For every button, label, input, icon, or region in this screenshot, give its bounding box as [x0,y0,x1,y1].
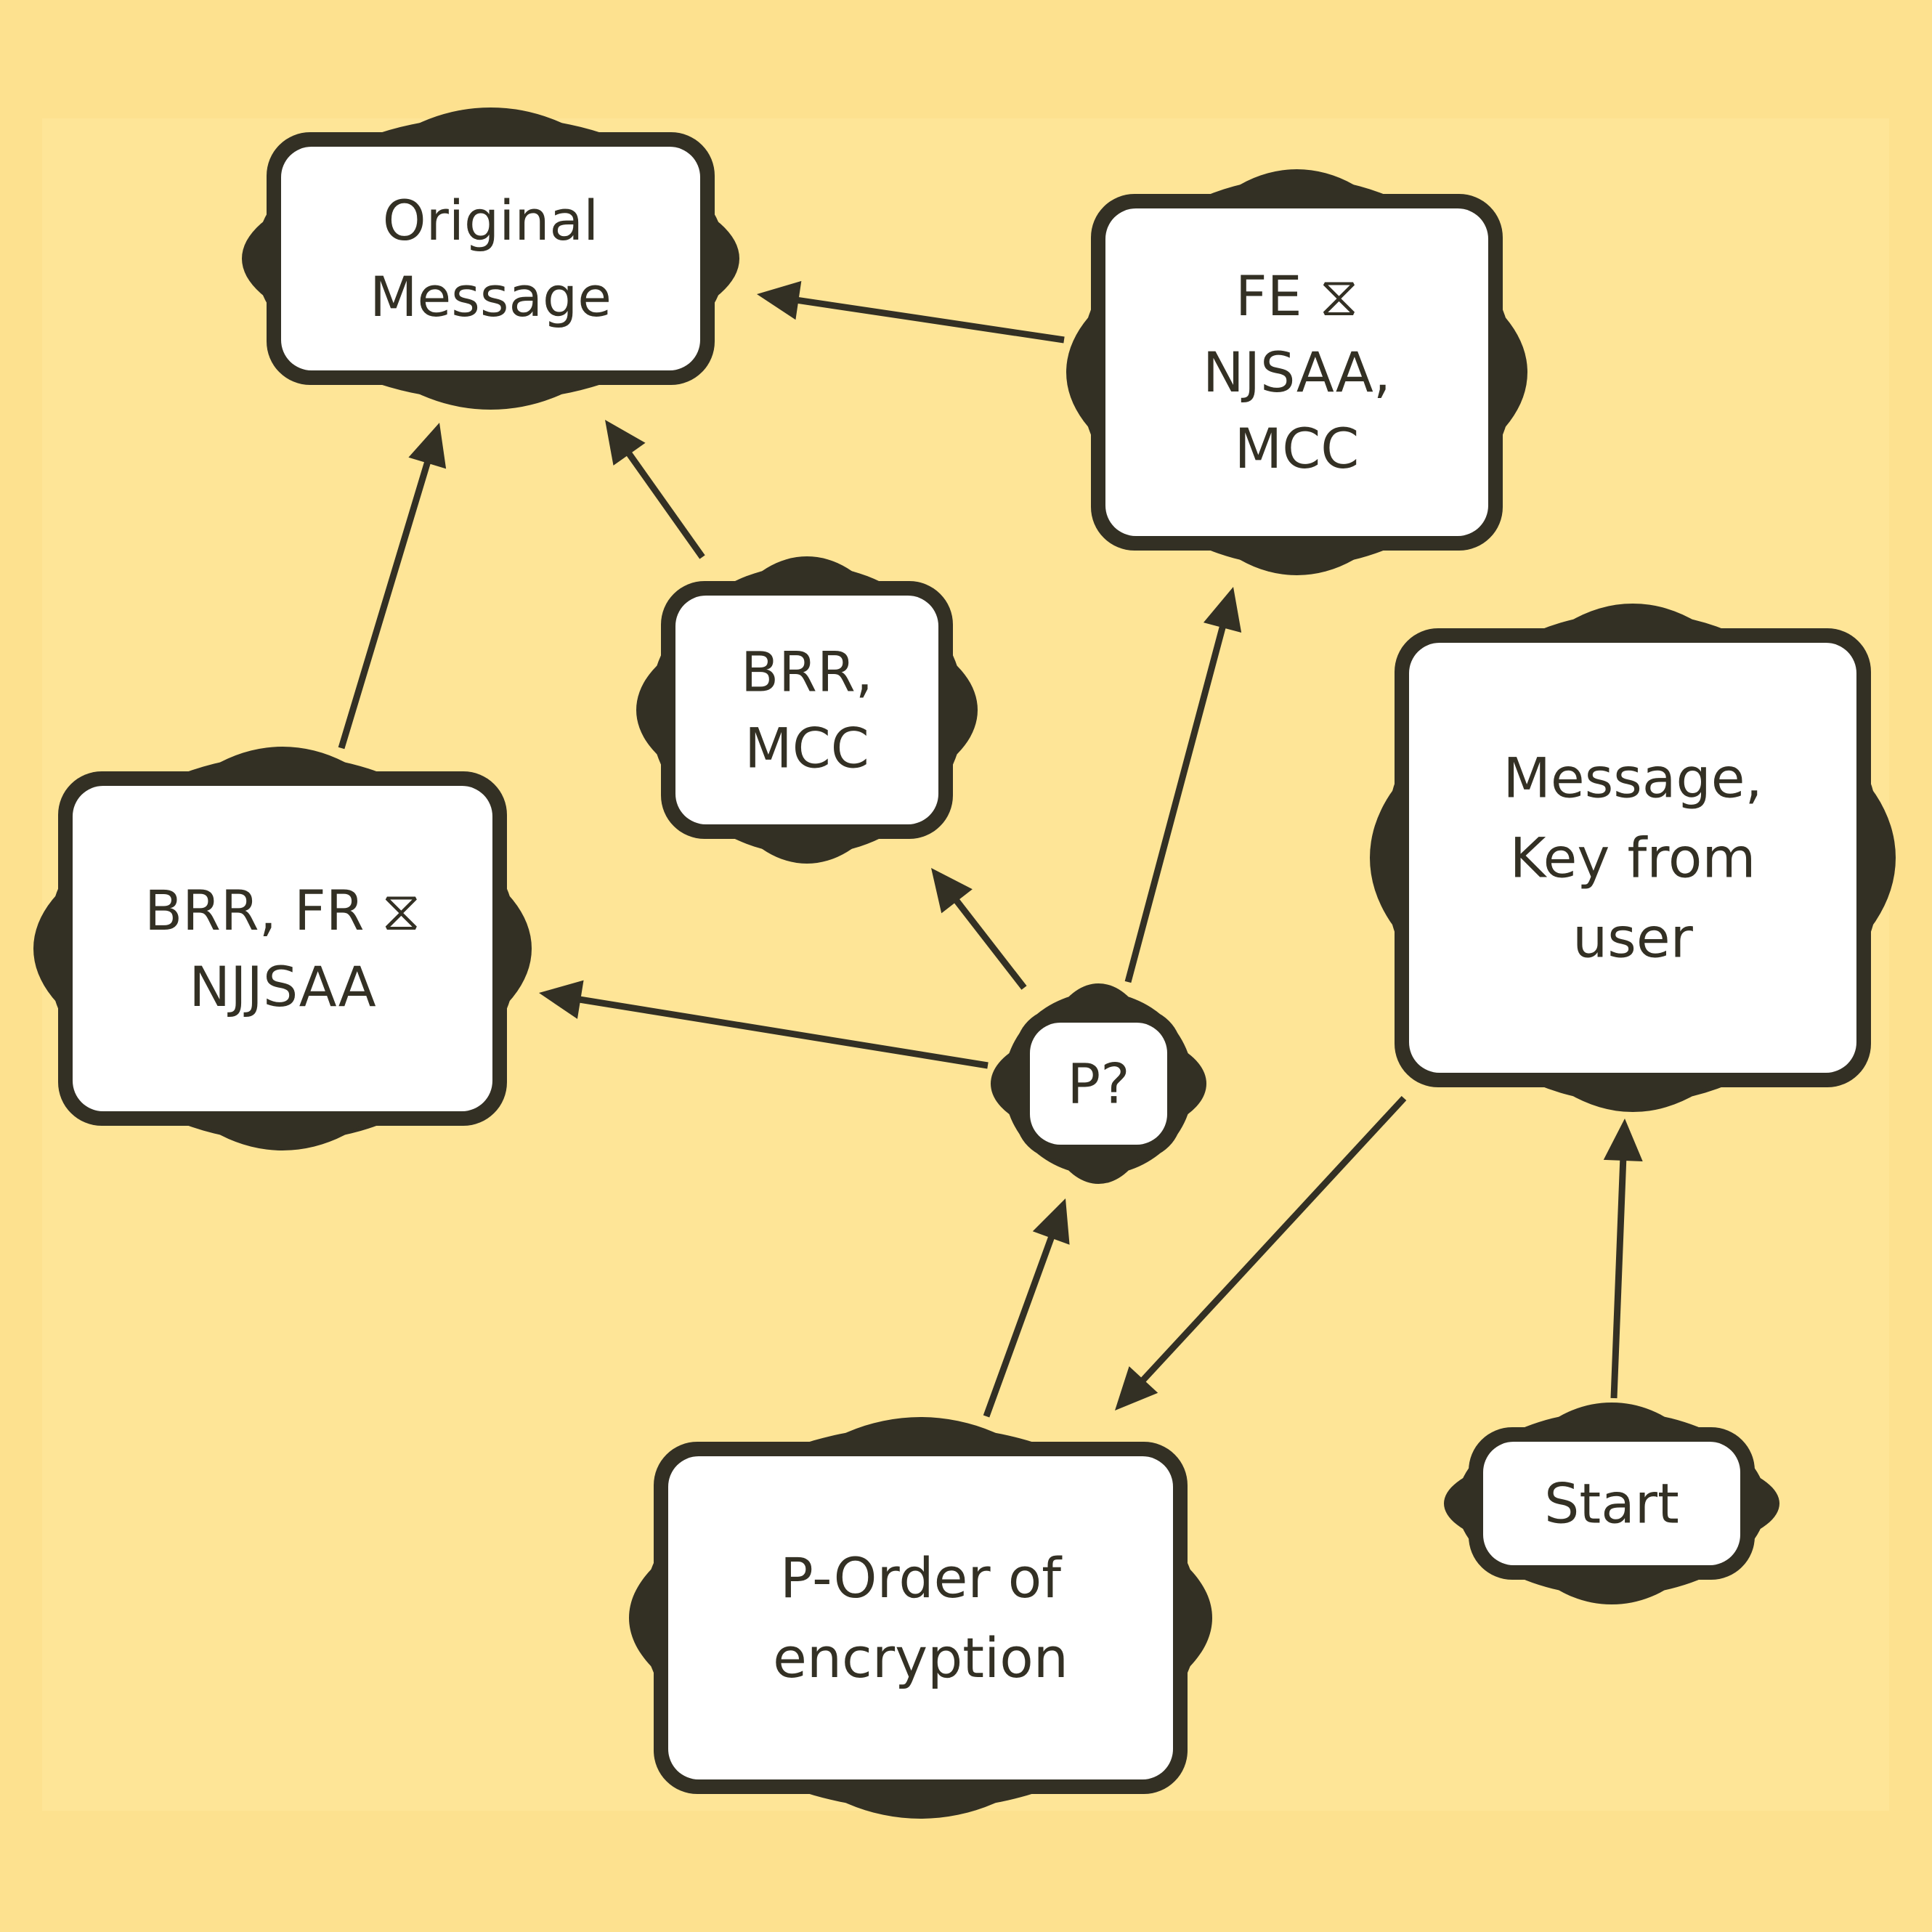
node-label-line: Start [1544,1472,1679,1536]
edge-line [625,450,705,559]
node-box [1030,1023,1167,1145]
node-label-line: user [1572,906,1694,970]
edge-line [1124,624,1227,983]
edge-brr_fr_njjsaa-to-original_message [338,423,447,750]
node-box [1483,1442,1740,1565]
edge-fe_njsaa_mcc-to-original_message [757,280,1065,344]
node-start: Start [1444,1403,1779,1604]
node-label-line: MCC [1235,416,1360,481]
node-brr-mcc: BRR, MCC [636,556,978,864]
node-label-line: MCC [744,716,869,781]
arrowhead-icon [1115,1366,1158,1411]
edge-line [795,296,1065,344]
node-label-line: BRR, FR ⧖ [145,878,421,943]
node-label-line: Key from [1510,826,1756,890]
node-box [668,1456,1173,1779]
node-label-line: Message [370,264,612,329]
node-label-line: FE ⧖ [1235,264,1358,328]
edge-brr_mcc-to-original_message [605,420,705,559]
node-label-line: encryption [773,1625,1068,1690]
node-label-line: NJSAA, [1203,340,1391,405]
edge-line [577,996,989,1069]
node-label-line: Message, [1503,746,1762,811]
arrowhead-icon [539,980,584,1019]
node-box [675,596,938,824]
node-p-question: P? [991,983,1206,1184]
node-label-line: BRR, [741,640,873,705]
node-label-line: NJJSAA [189,954,376,1019]
arrowhead-icon [1603,1119,1643,1162]
arrowhead-icon [1032,1198,1070,1245]
arrowhead-icon [757,280,802,320]
node-p-order: P-Order of encryption [629,1417,1212,1819]
node-label-line: P-Order of [780,1546,1063,1610]
edge-p_question-to-fe_njsaa_mcc [1124,587,1242,983]
node-message-key: Message, Key from user [1370,604,1896,1112]
arrowhead-icon [1203,587,1242,633]
edge-start-to-message_key [1603,1119,1643,1399]
node-label-line: Original [383,188,598,253]
edge-line [338,459,431,750]
node-brr-fr-njjsaa: BRR, FR ⧖ NJJSAA [33,747,532,1150]
edge-p_question-to-brr_mcc [931,868,1027,990]
edge-p_order-to-p_question [983,1198,1070,1418]
arrowhead-icon [931,868,973,914]
edge-line [1610,1157,1627,1399]
edge-line [952,896,1027,990]
edge-line [983,1234,1055,1418]
arrowhead-icon [605,420,646,466]
node-box [1409,643,1856,1073]
edge-p_question-to-brr_fr_njjsaa [539,980,989,1069]
node-box [73,786,492,1111]
edge-message_key-to-p_order [1115,1095,1407,1411]
edge-line [1139,1095,1407,1384]
node-box [1105,208,1488,536]
node-fe-njsaa-mcc: FE ⧖ NJSAA, MCC [1066,169,1527,575]
node-label-line: P? [1067,1052,1129,1116]
edges [338,280,1643,1418]
node-box [281,147,700,370]
arrowhead-icon [408,423,447,469]
